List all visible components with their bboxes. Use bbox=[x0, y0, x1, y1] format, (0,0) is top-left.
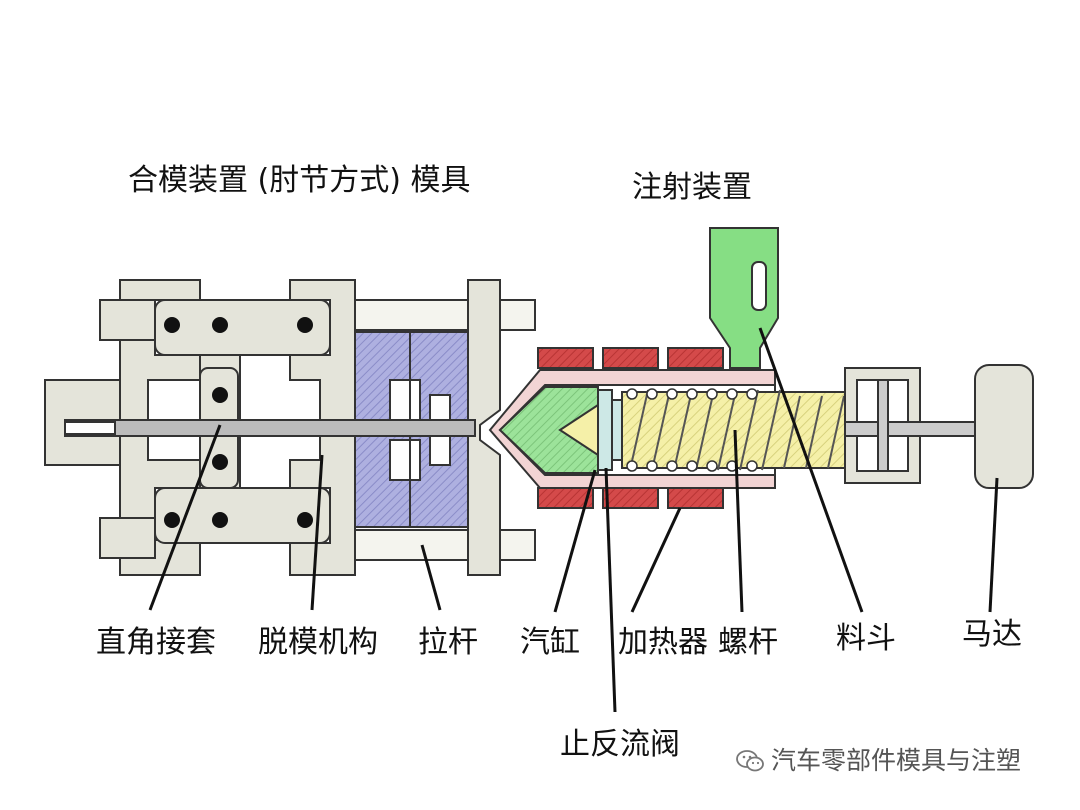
leader-screw bbox=[733, 429, 744, 613]
bottom-frame-bar bbox=[99, 517, 156, 559]
clamping-unit bbox=[44, 279, 536, 576]
leader-hopper bbox=[758, 327, 864, 613]
center-rod bbox=[64, 419, 476, 437]
injection-unit-heading: 注射装置 bbox=[632, 170, 752, 205]
leader-heater bbox=[630, 507, 682, 613]
clamp-unit-heading: 合模装置 (肘节方式) 模具 bbox=[128, 163, 471, 198]
watermark: 汽车零部件模具与注塑 bbox=[735, 748, 1021, 773]
heater-band-bottom-3 bbox=[667, 487, 724, 509]
heater-band-bottom-2 bbox=[602, 487, 659, 509]
screw-flights bbox=[629, 389, 845, 471]
leader-cylinder bbox=[553, 469, 597, 613]
label-motor: 马达 bbox=[962, 617, 1022, 652]
label-tie-bar: 拉杆 bbox=[418, 625, 478, 660]
label-ejector: 脱模机构 bbox=[258, 625, 378, 660]
leader-toggle-sleeve bbox=[148, 424, 222, 611]
leader-lines bbox=[148, 327, 999, 713]
wechat-chat-icon bbox=[736, 749, 764, 771]
leader-check-valve bbox=[604, 467, 617, 713]
mold-cavity-2 bbox=[389, 439, 421, 481]
leader-ejector bbox=[310, 454, 324, 611]
label-hopper: 料斗 bbox=[836, 621, 896, 656]
label-screw: 螺杆 bbox=[718, 625, 778, 660]
label-toggle-sleeve: 直角接套 bbox=[96, 625, 216, 660]
fixed-platen bbox=[467, 279, 501, 576]
heater-band-top-1 bbox=[537, 347, 594, 369]
ejector-rod bbox=[64, 421, 116, 435]
motor-coupling-web bbox=[877, 379, 889, 472]
heater-band-top-2 bbox=[602, 347, 659, 369]
check-valve-ring bbox=[597, 389, 613, 471]
tie-bar-top bbox=[354, 299, 536, 331]
leader-motor bbox=[988, 477, 999, 613]
label-heater: 加热器 bbox=[618, 625, 708, 660]
hopper-window bbox=[751, 261, 767, 311]
material-pellets bbox=[626, 388, 758, 472]
leader-tie-bar bbox=[420, 544, 442, 611]
label-check-valve: 止反流阀 bbox=[560, 727, 680, 762]
motor-shaft bbox=[844, 421, 981, 437]
mold-cavity-1 bbox=[389, 379, 421, 421]
motor-body bbox=[974, 364, 1034, 489]
heater-band-top-3 bbox=[667, 347, 724, 369]
tie-bar-bottom bbox=[354, 529, 536, 561]
toggle-pins bbox=[164, 317, 313, 528]
label-cylinder: 汽缸 bbox=[520, 625, 580, 660]
check-valve-seat bbox=[611, 399, 623, 461]
injection-unit bbox=[488, 227, 1034, 509]
watermark-text: 汽车零部件模具与注塑 bbox=[771, 746, 1022, 775]
top-frame-bar bbox=[99, 299, 156, 341]
